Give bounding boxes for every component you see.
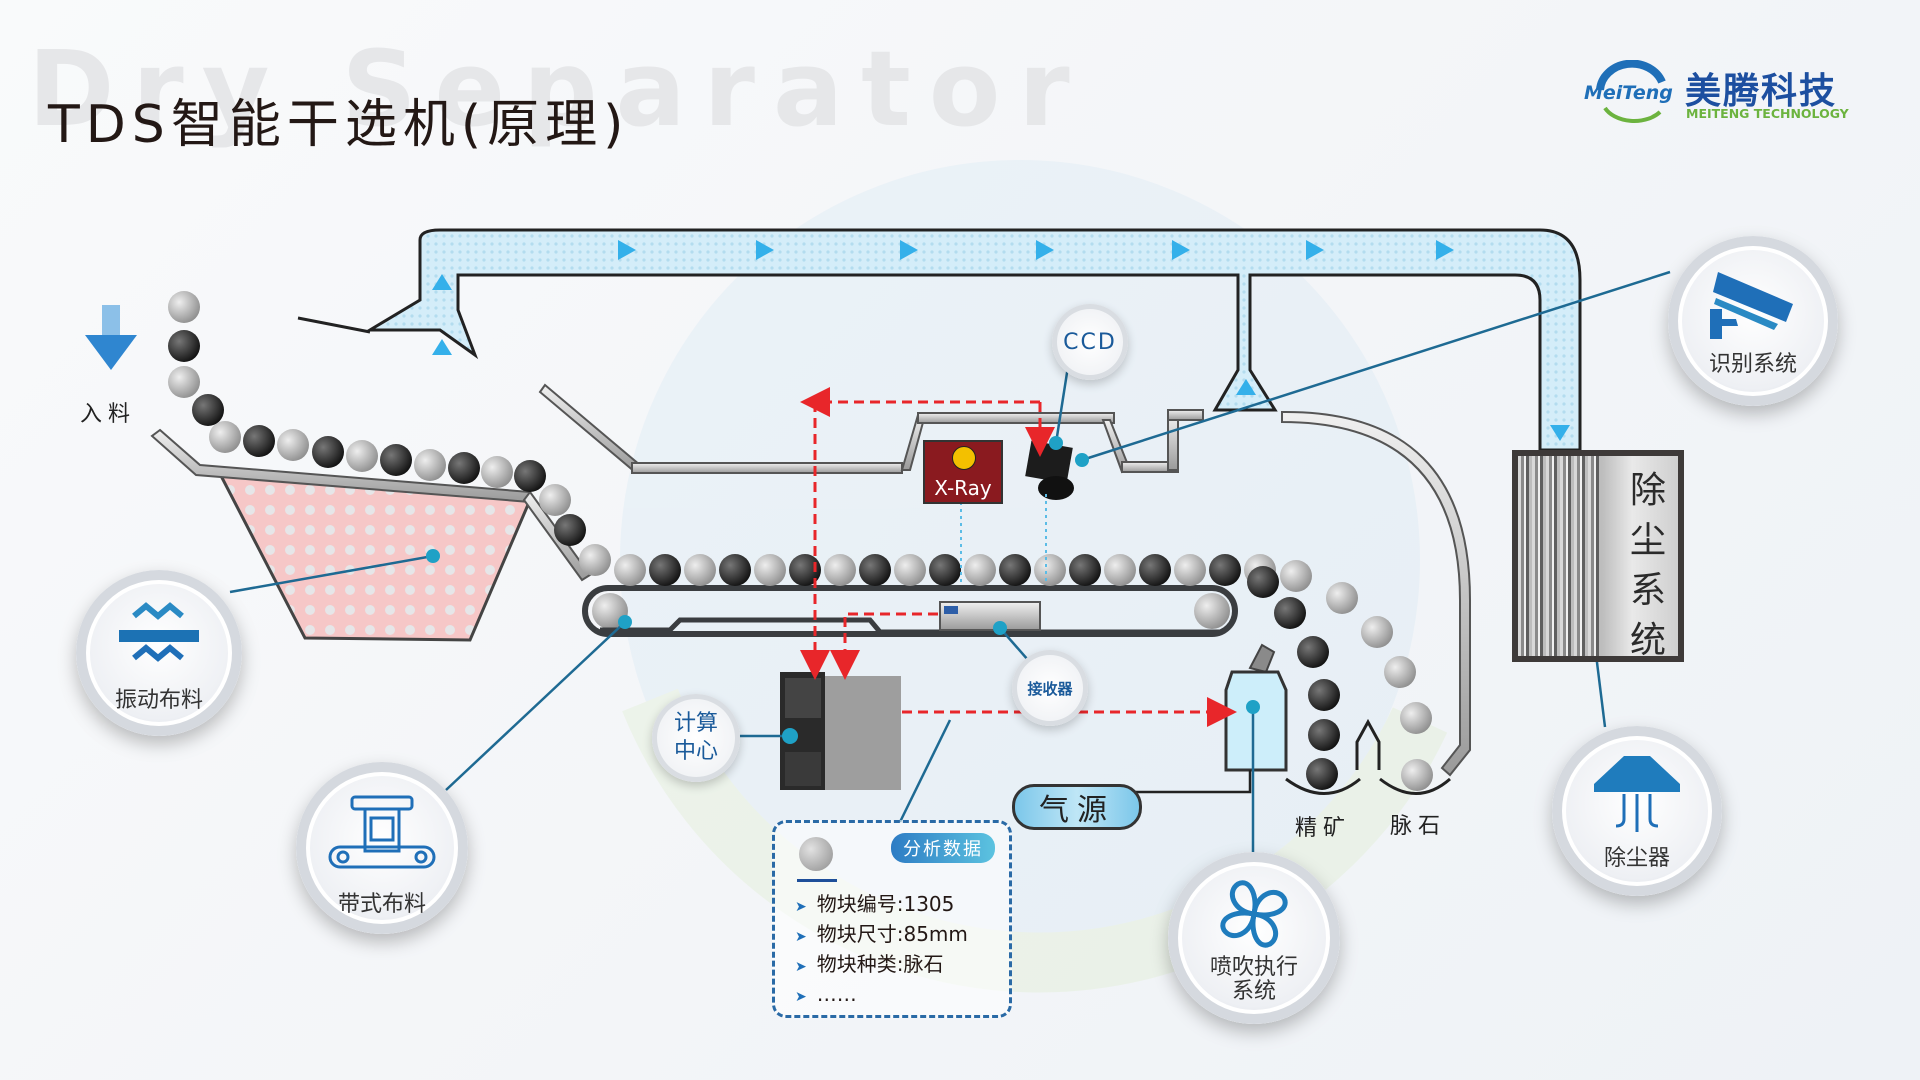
badge-label: 识别系统 — [1708, 352, 1797, 377]
gangue-label: 脉石 — [1390, 814, 1447, 839]
receiver-device — [939, 601, 1041, 631]
chevron-right-icon: ➤ — [795, 929, 807, 945]
airflow-arrow-icon — [1306, 240, 1324, 260]
dust-system-label: 除尘系统 — [1630, 470, 1667, 661]
airflow-arrow-icon — [1436, 240, 1454, 260]
collection-bins — [1285, 718, 1451, 795]
xray-source: X-Ray — [923, 440, 1003, 504]
airflow-arrow-icon — [900, 240, 918, 260]
camera-icon — [1710, 272, 1793, 339]
airflow-arrow-icon — [1550, 425, 1570, 441]
ore-ball-light — [754, 554, 786, 586]
ccd-badge: CCD — [1052, 304, 1128, 380]
analysis-list: ➤物块编号:1305 ➤物块尺寸:85mm ➤物块种类:脉石 ➤…… — [795, 889, 968, 1009]
ore-sample-icon — [799, 837, 833, 871]
ore-ball-dark — [1209, 554, 1241, 586]
badge-label: 除尘器 — [1603, 846, 1670, 871]
company-name-cn: 美腾科技 — [1685, 71, 1838, 112]
analysis-item: ➤物块尺寸:85mm — [795, 922, 968, 946]
ore-ball-dark — [929, 554, 961, 586]
concentrate-trajectory — [1247, 566, 1340, 790]
detection-lines — [960, 494, 1047, 585]
dust-removal-unit: 除尘系统 — [1512, 450, 1684, 662]
hood-icon — [1594, 756, 1680, 832]
ore-ball-light — [894, 554, 926, 586]
filter-stripes — [1518, 456, 1602, 656]
analysis-item: ➤…… — [795, 982, 857, 1006]
ore-ball-dark — [859, 554, 891, 586]
airflow-arrow-icon — [1236, 379, 1256, 395]
analysis-item: ➤物块编号:1305 — [795, 892, 955, 916]
airflow-arrow-icon — [1036, 240, 1054, 260]
vibration-icon — [119, 602, 199, 662]
ore-ball-dark — [1069, 554, 1101, 586]
airflow-arrow-icon — [1172, 240, 1190, 260]
badge-label: 带式布料 — [337, 892, 426, 917]
radiation-icon — [952, 446, 976, 470]
ore-ball-light — [1104, 554, 1136, 586]
ore-ball-dark — [789, 554, 821, 586]
xray-label: X-Ray — [934, 476, 992, 500]
compute-center-badge: 计算 中心 — [652, 694, 740, 782]
ore-ball-light — [614, 554, 646, 586]
analysis-tag: 分析数据 — [891, 833, 995, 863]
logo-mark-text: MeiTeng — [1584, 82, 1673, 104]
ore-ball-light — [1174, 554, 1206, 586]
feed-arrow-icon — [85, 305, 137, 370]
badge-vibration-feeding: 振动布料 — [76, 570, 242, 736]
airflow-arrows — [432, 240, 1570, 441]
badge-recognition-system: 识别系统 — [1668, 236, 1838, 406]
company-name-en: MEITENG TECHNOLOGY — [1686, 106, 1849, 121]
ore-ball-light — [824, 554, 856, 586]
chevron-right-icon: ➤ — [795, 989, 807, 1005]
separation-chamber — [538, 383, 1471, 777]
belt-balls — [614, 554, 1276, 586]
airflow-arrow-icon — [432, 339, 452, 355]
airflow-arrow-icon — [618, 240, 636, 260]
chevron-right-icon: ➤ — [795, 959, 807, 975]
airflow-arrow-icon — [432, 274, 452, 290]
page-title: TDS智能干选机(原理) — [48, 95, 630, 155]
ore-ball-light — [1034, 554, 1066, 586]
compute-server — [780, 672, 901, 790]
ore-ball-dark — [649, 554, 681, 586]
leader-lines — [229, 270, 1671, 852]
conveyor-icon — [328, 795, 436, 869]
blow-nozzle — [1136, 643, 1288, 794]
gangue-trajectory — [1280, 560, 1433, 791]
badge-label: 喷吹执行 系统 — [1209, 955, 1298, 1004]
chevron-right-icon: ➤ — [795, 899, 807, 915]
concentrate-label: 精矿 — [1295, 816, 1352, 841]
receiver-badge: 接收器 — [1012, 650, 1088, 726]
company-logo: MeiTeng 美腾科技 MEITENG TECHNOLOGY — [1580, 59, 1900, 130]
feed-balls — [168, 291, 611, 576]
badge-blowing-system: 喷吹执行 系统 — [1168, 852, 1340, 1024]
badge-dust-collector: 除尘器 — [1552, 726, 1722, 896]
badge-label: 振动布料 — [114, 688, 203, 713]
ore-ball-dark — [1139, 554, 1171, 586]
analysis-item: ➤物块种类:脉石 — [795, 952, 944, 976]
airflow-arrow-icon — [756, 240, 774, 260]
watermark-text: Dry Separator — [28, 28, 1088, 150]
ore-ball-light — [964, 554, 996, 586]
air-source: 气源 — [1012, 784, 1142, 830]
badge-belt-feeding: 带式布料 — [296, 762, 468, 934]
feed-label: 入料 — [80, 402, 137, 427]
ore-ball-light — [684, 554, 716, 586]
ore-ball-dark — [999, 554, 1031, 586]
ore-ball-dark — [719, 554, 751, 586]
analysis-data-panel: 分析数据 ➤物块编号:1305 ➤物块尺寸:85mm ➤物块种类:脉石 ➤…… — [772, 820, 1012, 1018]
fan-icon — [1220, 880, 1288, 948]
globe-logo-icon: MeiTeng — [1580, 59, 1680, 130]
